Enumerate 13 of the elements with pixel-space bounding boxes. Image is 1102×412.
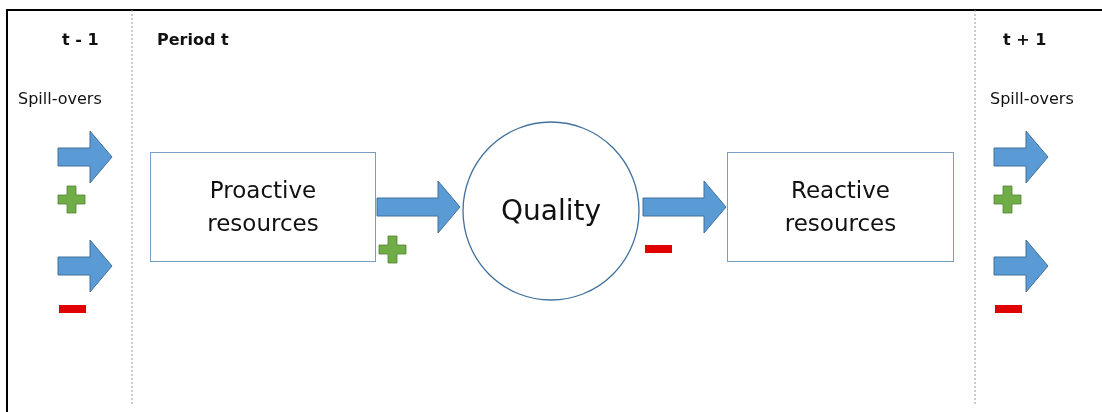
spillover-label: Spill-overs xyxy=(18,89,102,108)
spillover-label: Spill-overs xyxy=(990,89,1074,108)
process-box xyxy=(150,152,376,262)
block-arrow xyxy=(376,180,461,234)
period-label: t + 1 xyxy=(1003,30,1047,49)
quality-ellipse xyxy=(462,121,640,301)
block-arrow xyxy=(642,180,727,234)
process-box xyxy=(727,152,954,262)
node-label: Proactive resources xyxy=(206,175,320,238)
node-label: Reactive resources xyxy=(783,175,898,238)
period-label: t - 1 xyxy=(62,30,99,49)
period-label: Period t xyxy=(157,30,229,49)
node-label: Quality xyxy=(499,192,603,229)
